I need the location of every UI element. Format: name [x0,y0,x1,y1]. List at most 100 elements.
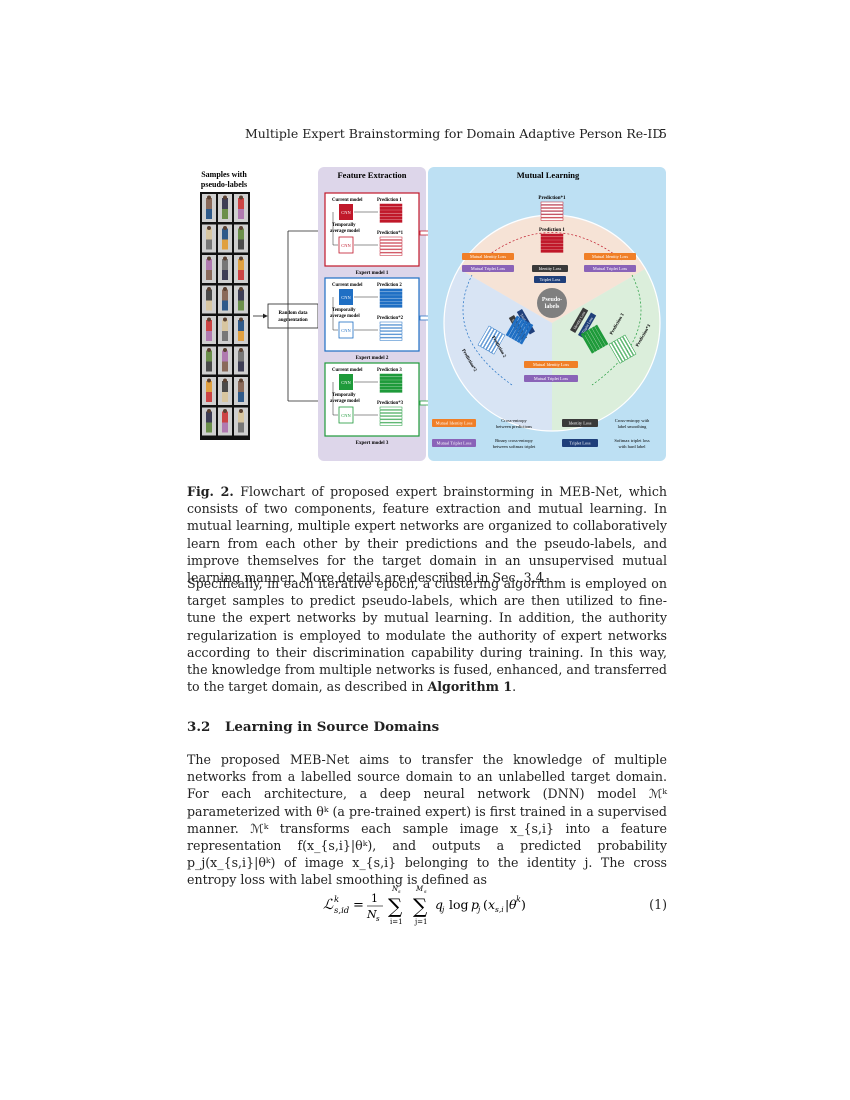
svg-text:∑: ∑ [388,894,403,918]
triplet-tag [534,276,566,283]
prediction-bar [508,317,523,339]
prediction-bar [622,334,637,356]
cnn-temporal-block [338,321,354,339]
running-title: Multiple Expert Brainstorming for Domain… [245,126,663,141]
legend-swatch-label: Triplet Loss [569,441,590,446]
svg-text:θ: θ [509,897,517,912]
prediction-bar [583,331,598,352]
random-augmentation-box [267,303,319,329]
expert-prediction-star-label: Prediction*2 [377,316,404,321]
legend-desc: between softmax triplet [493,444,536,449]
prediction-bar [379,206,403,210]
prediction-bar [540,201,564,205]
legend-desc: Cross-entropy with [615,418,650,423]
prediction-bar [611,341,626,362]
temporal-model-label-2: average model [330,229,360,234]
equation-number: (1) [649,897,667,912]
cnn-label: CNN [341,380,351,385]
prediction-bar [379,295,403,299]
prediction-bar [491,333,506,355]
prediction-bar [591,326,606,348]
cnn-label: CNN [341,295,351,300]
prediction-bar [379,219,403,223]
legend-swatch [562,419,598,427]
mutual-triplet-tag-label: Mutual Triplet Loss [534,376,568,381]
expert-prediction-label: Prediction 3 [377,368,402,373]
cnn-label: CNN [341,243,351,248]
paragraph-1-end: . [512,679,517,695]
temporal-model-label-1: Temporally [332,308,356,313]
svg-text:i=1: i=1 [390,918,403,926]
prediction-bar [516,322,531,343]
identity-tag-label: Identity Loss [539,266,562,271]
legend-desc: with hard label [619,444,647,449]
prediction-bar [540,249,564,253]
caption-text: Flowchart of proposed expert brainstormi… [187,484,667,586]
prediction-2-bars [505,315,534,345]
cnn-label: CNN [341,210,351,215]
expert-model-name: Expert model 1 [356,271,389,276]
temporal-model-label-1: Temporally [332,223,356,228]
svg-text:N: N [366,908,377,921]
prediction-bar [379,236,403,240]
expert-model-name: Expert model 2 [356,356,389,361]
expert-prediction-label: Prediction 2 [377,283,402,288]
prediction-bar [619,336,634,358]
prediction-bar [488,332,503,353]
prediction-bar [379,301,403,305]
prediction-star-1-bars [540,201,564,221]
identity-tag-rotated [570,307,589,333]
prediction-bar [379,321,403,325]
prediction-1-label: Prediction 1 [539,228,565,233]
cnn-current-block [339,374,353,390]
prediction-1-bars [540,233,564,253]
prediction-bar [540,211,564,215]
prediction-bar [540,217,564,221]
prediction-bar [480,327,495,349]
cnn-current-block [339,204,353,220]
paragraph-2-text: The proposed MEB-Net aims to transfer th… [187,752,667,888]
mutual-triplet-tag [584,265,636,272]
section-number: 3.2 [187,719,211,735]
prediction-bar [379,337,403,341]
svg-text:x: x [488,897,495,912]
cnn-label: CNN [341,328,351,333]
cnn-temporal-block [338,406,354,424]
svg-text:1: 1 [371,892,378,905]
feature-extraction-title: Feature Extraction [337,170,406,180]
mutual-identity-tag [524,361,578,368]
prediction-bar [477,325,492,347]
svg-text:k: k [516,895,521,904]
prediction-bar [379,380,403,384]
prediction-bar [485,330,500,352]
prediction-bar [379,246,403,250]
samples-title-1: Samples with [201,170,247,179]
prediction-bar [379,203,403,207]
prediction-bar [505,315,520,337]
svg-text:(: ( [483,897,488,912]
prediction-bar [540,214,564,218]
cnn-temporal-block [338,236,354,254]
legend-desc: label smoothing [618,424,648,429]
prediction-bar [540,204,564,208]
temporal-model-label-2: average model [330,314,360,319]
section-title: Learning in Source Domains [225,719,440,735]
samples-title-2: pseudo-labels [201,180,247,189]
mutual-identity-tag-label: Mutual Identity Loss [470,254,506,259]
mutual-triplet-tag-label: Mutual Triplet Loss [593,266,627,271]
svg-text:p: p [471,897,479,912]
legend-swatch [432,439,476,447]
prediction-bar [379,419,403,423]
mutual-identity-tag [462,253,514,260]
prediction-bar [608,342,623,364]
triplet-tag-label: Triplet Loss [540,277,561,282]
svg-text:M: M [415,885,424,893]
prediction-bar [379,252,403,256]
mutual-identity-tag-label: Mutual Identity Loss [592,254,628,259]
prediction-bar [513,320,528,342]
svg-text:s: s [424,889,427,895]
legend-desc: between predictions [496,424,532,429]
prediction-star-3-bars [608,334,637,364]
prediction-star-2-bars [477,325,506,355]
